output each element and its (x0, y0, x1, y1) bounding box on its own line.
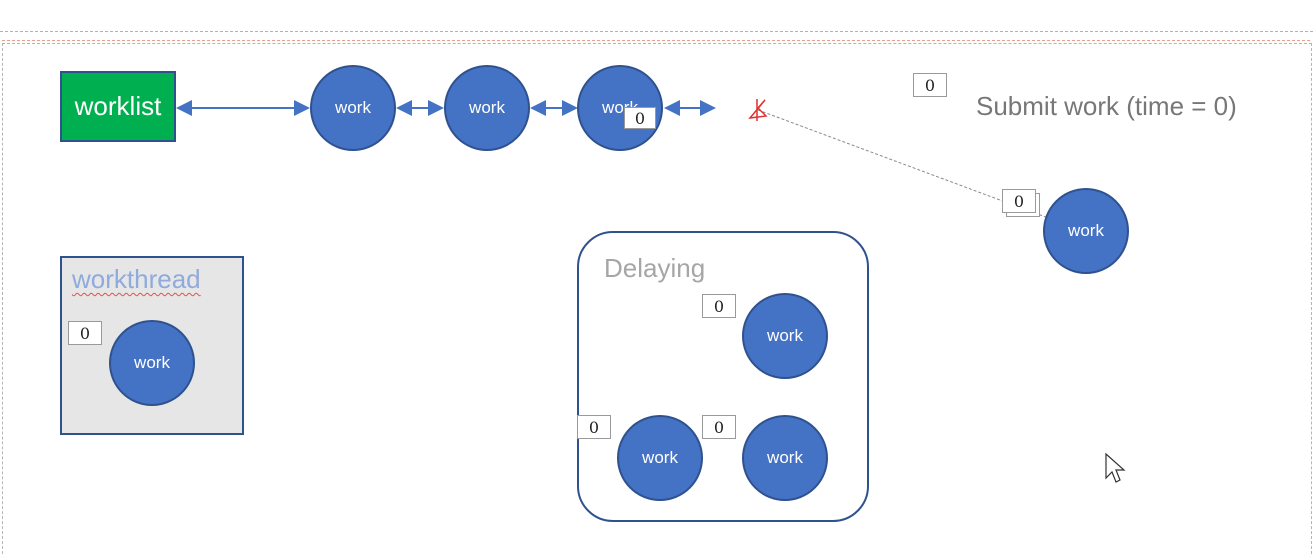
queued-work-1: work (310, 65, 396, 151)
guide-line-top (0, 31, 1313, 32)
submit-work-caption: Submit work (time = 0) (976, 91, 1237, 121)
motion-path-end-marker (748, 99, 768, 121)
workthread-counter: 0 (68, 321, 102, 345)
submitted-work-counter: 0 (1002, 189, 1036, 213)
delaying-work-1-counter: 0 (702, 294, 736, 318)
queued-work-2: work (444, 65, 530, 151)
queued-work-3-counter: 0 (624, 107, 656, 129)
delaying-work-1: work (742, 293, 828, 379)
floating-counter: 0 (913, 73, 947, 97)
delaying-title: Delaying (604, 253, 706, 283)
delaying-work-3-counter: 0 (702, 415, 736, 439)
submitted-work: work (1043, 188, 1129, 274)
worklist-box: worklist (60, 71, 176, 142)
workthread-title: workthread (72, 264, 201, 294)
guide-line-second (2, 40, 1310, 41)
mouse-cursor-icon (1105, 452, 1126, 483)
delaying-work-3: work (742, 415, 828, 501)
delaying-work-2: work (617, 415, 703, 501)
delaying-work-2-counter: 0 (577, 415, 611, 439)
slide-boundary (2, 43, 1312, 554)
workthread-work: work (109, 320, 195, 406)
